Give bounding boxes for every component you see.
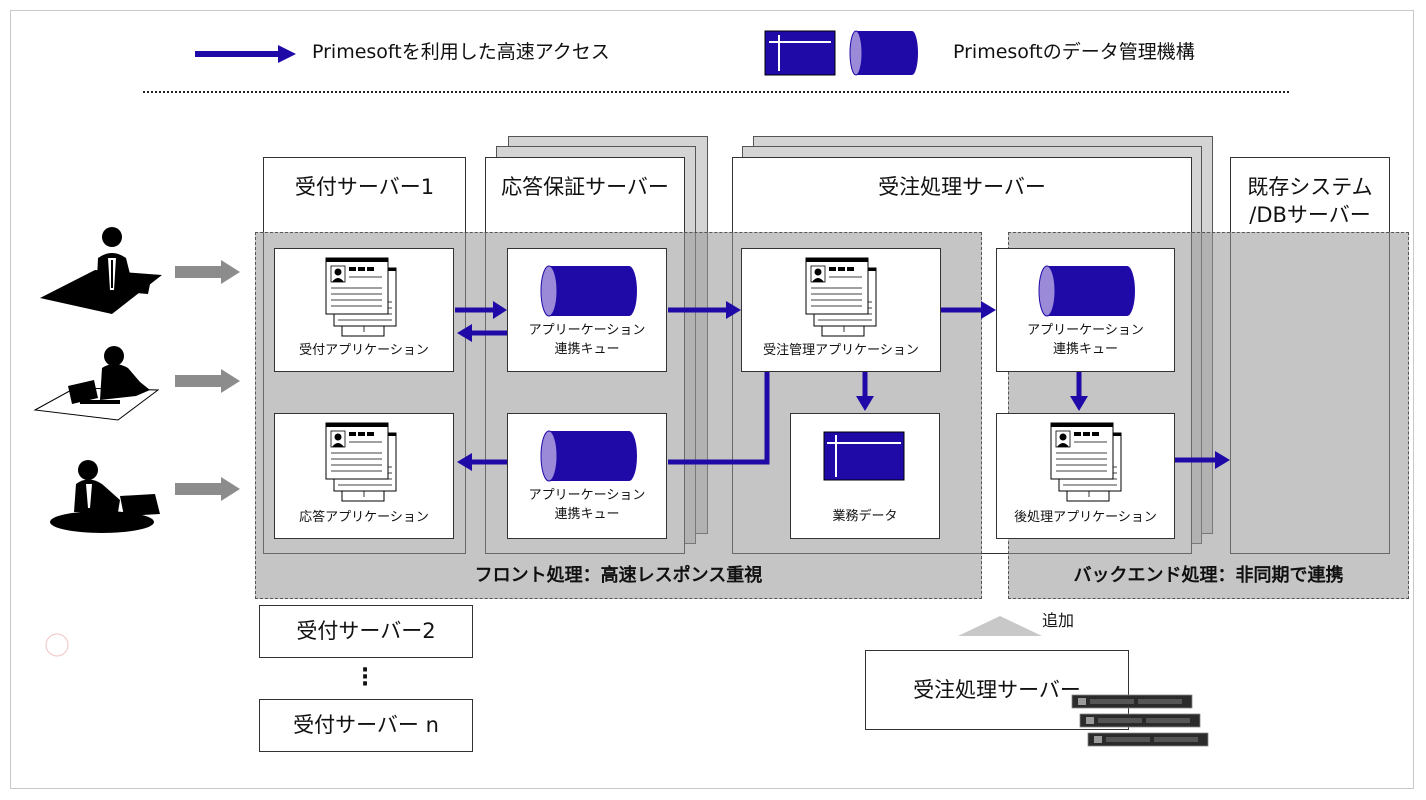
- queue-2-icon: [540, 430, 638, 482]
- legend-cylinder-icon: [849, 30, 918, 76]
- response-app-icon: [325, 422, 397, 502]
- queue-3-label-2: 連携キュー: [1052, 342, 1118, 357]
- arrow-order-to-queue2: [668, 372, 770, 465]
- user-icon-1: [40, 227, 162, 314]
- queue-2-label-1: アプリーケーション: [528, 488, 646, 503]
- arrow-reception-to-queue: [455, 301, 507, 319]
- decorative-circle: [45, 633, 69, 657]
- reception-server-1-title: 受付サーバー1: [294, 175, 435, 199]
- added-order-server-label: 受注処理サーバー: [913, 678, 1081, 702]
- user-icon-2: [33, 346, 160, 421]
- legend-table-icon: [764, 30, 836, 76]
- legend-arrow-label: Primesoftを利用した高速アクセス: [312, 41, 610, 63]
- reception-server-2-label: 受付サーバー2: [296, 619, 436, 643]
- rack-server-icon-2: [1079, 713, 1201, 728]
- business-data-table-icon: [823, 431, 905, 481]
- rack-server-icon-3: [1087, 732, 1209, 747]
- reception-server-n: [259, 699, 473, 752]
- add-arrow-icon: [958, 616, 1042, 636]
- arrow-order-mgmt-to-data: [856, 372, 874, 411]
- queue-2-label-2: 連携キュー: [554, 507, 620, 522]
- front-zone-label: フロント処理：高速レスポンス重視: [474, 565, 763, 586]
- response-app-label: 応答アプリケーション: [299, 510, 429, 525]
- add-label: 追加: [1042, 611, 1075, 630]
- vertical-ellipsis: ···: [360, 658, 370, 697]
- business-data-label: 業務データ: [832, 509, 898, 524]
- reception-app-label: 受付アプリケーション: [299, 343, 429, 358]
- existing-system-title-1: 既存システム: [1247, 175, 1373, 199]
- order-mgmt-app-icon: [805, 257, 877, 337]
- legend-mechanism-label: Primesoftのデータ管理機構: [953, 41, 1195, 63]
- queue-3-icon: [1038, 265, 1136, 317]
- arrow-queue3-to-post: [1070, 372, 1088, 411]
- legend-arrow-icon: [195, 45, 296, 63]
- post-process-app-icon: [1050, 422, 1122, 502]
- user-arrow-2: [175, 369, 240, 393]
- response-server-title: 応答保証サーバー: [501, 175, 669, 199]
- arrow-queue2-to-response: [457, 453, 507, 471]
- rack-server-icon-1: [1071, 694, 1193, 709]
- queue-1-icon: [540, 265, 638, 317]
- post-process-app-label: 後処理アプリケーション: [1014, 510, 1157, 525]
- arrow-post-to-existing: [1175, 451, 1230, 469]
- outer-frame: [10, 10, 1414, 789]
- reception-app-icon: [325, 257, 397, 337]
- arrow-queue-to-reception: [457, 324, 507, 342]
- reception-server-n-label: 受付サーバー n: [293, 713, 439, 737]
- arrow-order-mgmt-to-queue3: [941, 301, 996, 319]
- user-icon-3: [50, 460, 160, 533]
- arrow-queue-to-order-mgmt: [668, 301, 741, 319]
- reception-server-2: [259, 605, 473, 658]
- existing-system-title-2: /DBサーバー: [1249, 203, 1371, 227]
- order-mgmt-app-label: 受注管理アプリケーション: [763, 343, 919, 358]
- legend-divider: [143, 91, 1289, 93]
- queue-1-label-2: 連携キュー: [554, 342, 620, 357]
- queue-3-label-1: アプリーケーション: [1027, 323, 1144, 338]
- order-server-title: 受注処理サーバー: [878, 175, 1046, 199]
- user-arrow-3: [175, 477, 240, 501]
- queue-1-label-1: アプリーケーション: [528, 323, 646, 338]
- backend-zone-label: バックエンド処理：非同期で連携: [1073, 565, 1344, 586]
- user-arrow-1: [175, 260, 240, 284]
